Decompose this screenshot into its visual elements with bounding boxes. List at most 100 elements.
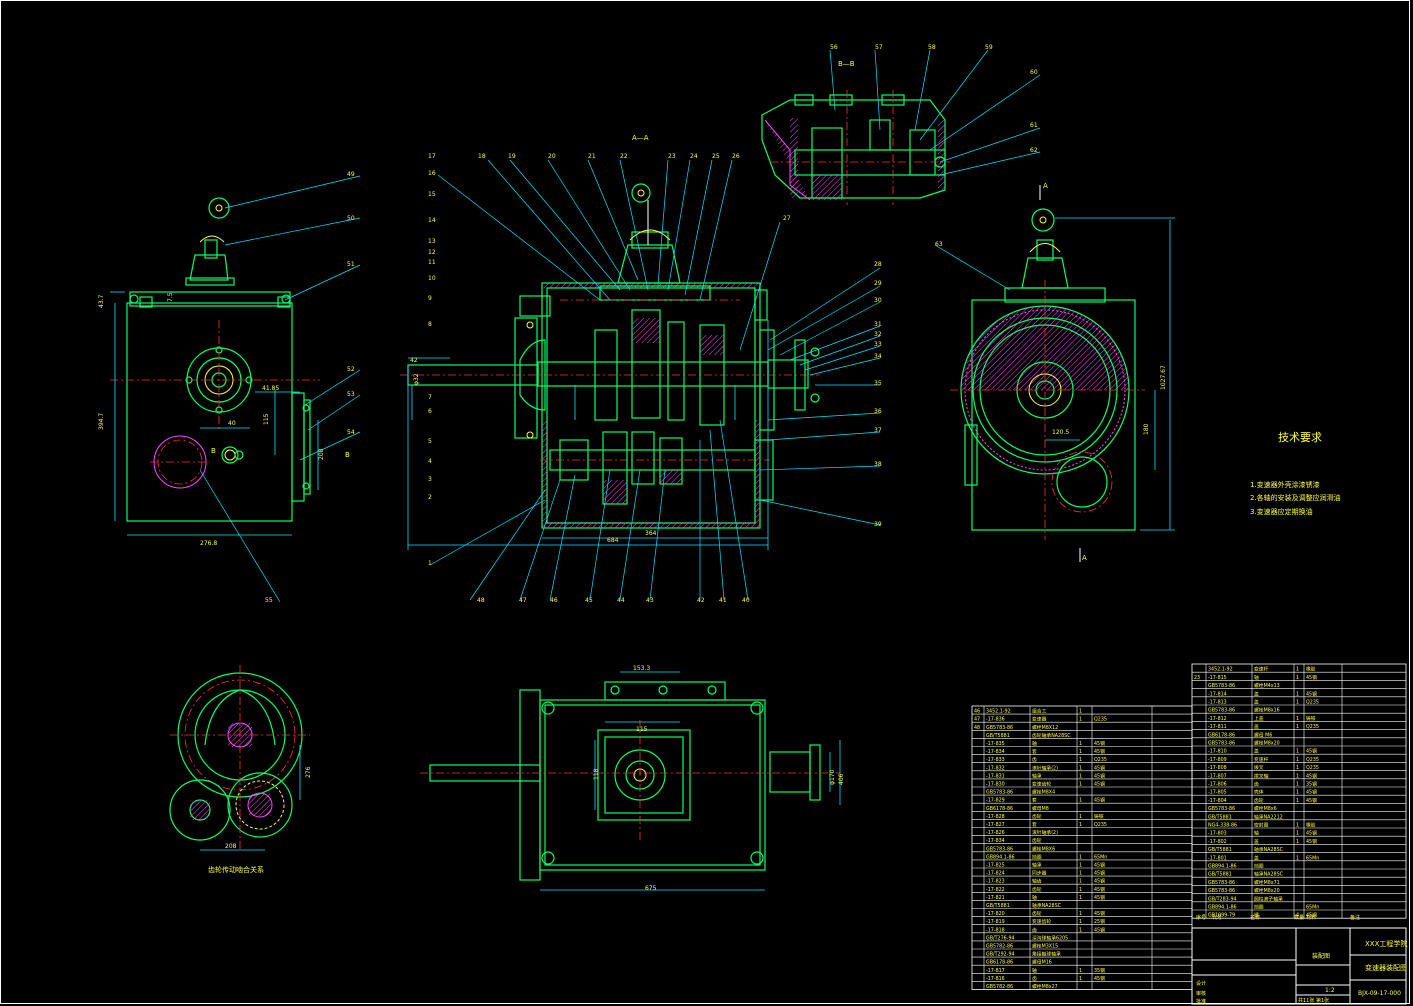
table-cell: 1 [1296, 700, 1299, 706]
table-cell: 45钢 [1094, 878, 1105, 885]
callout-number: 45 [585, 597, 593, 604]
table-cell: 1 [1079, 798, 1082, 804]
table-cell: 45钢 [1094, 894, 1105, 901]
table-cell: -17-804 [1208, 798, 1227, 804]
table-cell: Q235 [1306, 765, 1319, 771]
table-cell: -17-820 [986, 911, 1005, 917]
table-cell: 螺栓M8X12 [1032, 724, 1058, 731]
table-cell: 45钢 [1306, 838, 1317, 845]
table-cell: 1 [1079, 911, 1082, 917]
table-cell: 螺栓M8x16 [1254, 707, 1280, 714]
bottom-view [420, 671, 841, 891]
table-cell: 盖 [1254, 690, 1259, 697]
table-cell: 4 [1296, 913, 1299, 919]
table-cell: -17-807 [1208, 773, 1227, 779]
callout-number: 52 [347, 366, 355, 373]
callout-number: 59 [985, 44, 993, 51]
table-cell: -17-831 [986, 773, 1005, 779]
table-cell: 1 [1079, 749, 1082, 755]
table-cell: GB5783-86 [1208, 880, 1235, 886]
dim-text: 42 [410, 357, 418, 364]
table-cell: -17-802 [1208, 839, 1227, 845]
dim-text: 115 [263, 413, 270, 425]
table-cell: GB/T5881 [986, 903, 1010, 909]
table-cell: Q235 [1094, 717, 1107, 723]
table-cell: -17-836 [986, 717, 1005, 723]
callout-number: 11 [428, 259, 436, 266]
table-cell: 45钢 [1094, 975, 1105, 982]
table-cell: 45钢 [1306, 674, 1317, 681]
callout-number: 38 [874, 461, 882, 468]
callout-number: 36 [874, 408, 882, 415]
table-cell: 密封圈 [1254, 822, 1269, 829]
callout-number: 5 [428, 438, 432, 445]
table-cell: 深沟球轴承6205 [1032, 934, 1068, 941]
dim-text: 115 [636, 726, 648, 733]
table-cell: -17-816 [986, 976, 1005, 982]
callout-number: 53 [347, 391, 355, 398]
table-cell: 齿轮轴承NA28SC [1032, 732, 1071, 739]
table-border [1191, 663, 1407, 919]
table-cell: NG4-338-86 [1208, 823, 1237, 829]
callout-number: 17 [428, 153, 436, 160]
table-header: 代号 [1212, 914, 1222, 921]
table-cell: 1 [1079, 895, 1082, 901]
table-cell: 轴齿 [1032, 878, 1042, 885]
table-cell: -17-817 [986, 968, 1005, 974]
dim-text: 153.3 [633, 665, 650, 672]
table-cell: 1 [1079, 765, 1082, 771]
callout-number: 60 [1030, 69, 1038, 76]
callout-number: 50 [347, 215, 355, 222]
table-cell: 变速杆 [1254, 666, 1269, 673]
table-cell: 35钢 [1094, 967, 1105, 974]
callout-number: 10 [428, 275, 436, 282]
table-cell: 1 [1296, 667, 1299, 673]
table-cell: -17-829 [986, 798, 1005, 804]
table-cell: 45钢 [1094, 748, 1105, 755]
left-side-view [110, 197, 320, 536]
callout-number: 57 [875, 44, 883, 51]
table-cell: GB/T5881 [986, 733, 1010, 739]
table-cell: 滚针轴承(2) [1032, 829, 1058, 836]
table-cell: GB5783-86 [986, 846, 1013, 852]
table-cell: 25钢 [1094, 918, 1105, 925]
dimension-texts: 394.7 43.7 7.5 276.8 40 115 41.85 200 68… [98, 292, 1167, 892]
gear-mesh-view [169, 665, 310, 851]
table-cell: GB1099-79 [1208, 913, 1235, 919]
table-cell: 45钢 [1094, 926, 1105, 933]
drawing-name: 变速器装配图 [1365, 963, 1407, 972]
callout-number: 13 [428, 238, 436, 245]
table-cell: 螺栓M4x13 [1254, 682, 1280, 689]
table-cell: GB/T5881 [1208, 847, 1232, 853]
table-cell: 65Mn [1306, 855, 1319, 861]
table-cell: GB5783-86 [986, 790, 1013, 796]
table-cell: 橡胶 [1306, 822, 1316, 829]
table-cell: 1 [1296, 716, 1299, 722]
callout-number: 33 [874, 341, 882, 348]
table-cell: 45钢 [1094, 781, 1105, 788]
table-cell: 轴承NA28SC [1254, 846, 1284, 853]
table-cell: 铸铁 [1094, 813, 1104, 820]
table-cell: 1 [1079, 782, 1082, 788]
table-cell: 套 [1032, 748, 1037, 755]
table-cell: 45钢 [1306, 789, 1317, 796]
table-cell: -17-814 [1208, 691, 1227, 697]
table-cell: -17-813 [1208, 700, 1227, 706]
table-cell: 1 [1079, 976, 1082, 982]
dim-text: 1027.67 [1160, 365, 1167, 390]
dim-text: 364 [645, 530, 657, 537]
callout-number: 28 [874, 261, 882, 268]
table-cell: 套 [1032, 821, 1037, 828]
table-cell: -17-833 [986, 757, 1005, 763]
table-cell: 轴承 [1032, 772, 1042, 779]
table-cell: 3452.1-92 [1208, 667, 1233, 673]
callout-number: 1 [428, 560, 432, 567]
table-cell: 1 [1079, 814, 1082, 820]
table-cell: 1 [1296, 757, 1299, 763]
design-label: 设计 [1196, 980, 1206, 987]
tech-req-item-2: 2.各轴的安装及调整应润滑油 [1250, 493, 1341, 502]
callout-number: 31 [874, 321, 882, 328]
table-cell: 螺栓M8x6 [1254, 805, 1277, 812]
